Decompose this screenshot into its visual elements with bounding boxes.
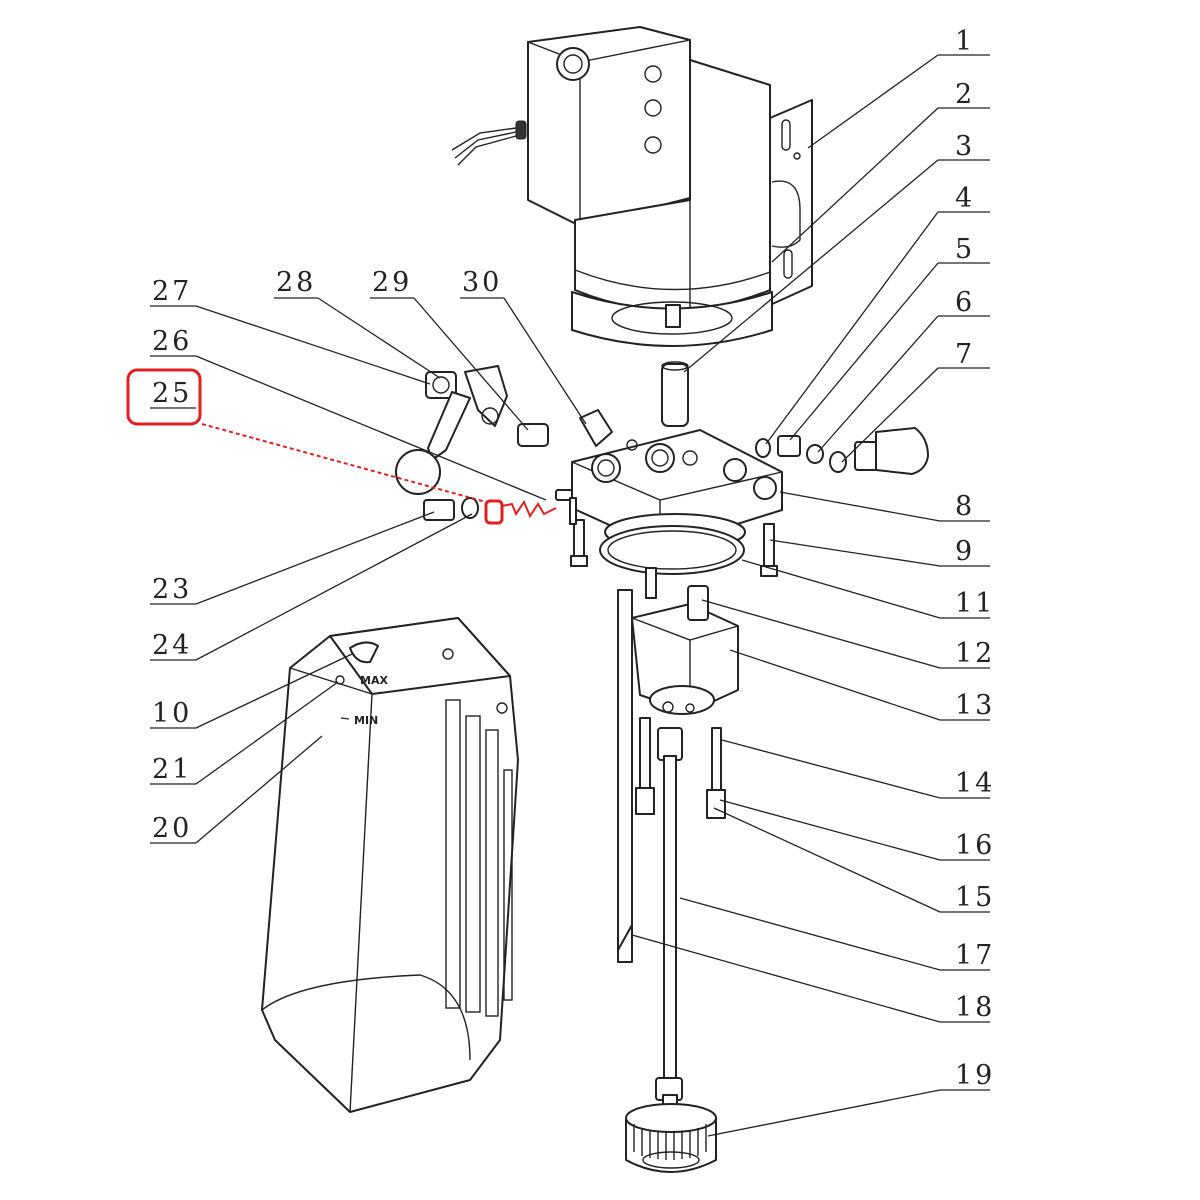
callout-15: 15 [955, 882, 995, 913]
motor-part [451, 26, 813, 347]
callout-26: 26 [152, 326, 192, 357]
callout-27: 27 [152, 276, 192, 307]
callout-1: 1 [955, 26, 975, 57]
callout-11: 11 [955, 588, 995, 619]
callout-19: 19 [955, 1060, 995, 1091]
callout-25-highlight-box [126, 368, 202, 426]
release-valve-handle-parts [395, 365, 613, 495]
callout-2: 2 [955, 79, 975, 110]
suction-filter-part [625, 1103, 717, 1173]
callout-20: 20 [152, 813, 192, 844]
reservoir-min-label: MIN [354, 714, 378, 727]
callout-29: 29 [372, 267, 412, 298]
leader-lines-right [631, 54, 990, 1137]
callout-7: 7 [955, 339, 975, 370]
pump-part [631, 585, 739, 715]
callout-18: 18 [955, 992, 995, 1023]
callout-12: 12 [955, 638, 995, 669]
pump-tubes-and-bolts [635, 717, 726, 1118]
callout-30: 30 [462, 267, 502, 298]
return-tube-part [617, 589, 633, 963]
callout-3: 3 [955, 131, 975, 162]
callout-17: 17 [955, 940, 995, 971]
callout-6: 6 [955, 287, 975, 318]
callout-9: 9 [955, 536, 975, 567]
callout-25[interactable]: 25 [152, 378, 192, 409]
oil-reservoir-part [261, 617, 519, 1113]
reservoir-max-label: MAX [360, 674, 388, 687]
callout-23: 23 [152, 574, 192, 605]
pressure-port-fittings [755, 427, 929, 475]
coupling-part [661, 361, 689, 427]
callout-28: 28 [276, 267, 316, 298]
callout-10: 10 [152, 698, 192, 729]
leader-lines-left [150, 297, 587, 844]
callout-8: 8 [955, 491, 975, 522]
callout-5: 5 [955, 234, 975, 265]
manifold-bolts-part [570, 519, 778, 599]
highlighted-part-25[interactable] [201, 423, 557, 525]
callout-14: 14 [955, 768, 995, 799]
callout-21: 21 [152, 754, 192, 785]
callout-24: 24 [152, 630, 192, 661]
check-valve-fittings [423, 489, 577, 525]
callout-4: 4 [955, 183, 975, 214]
callout-13: 13 [955, 690, 995, 721]
callout-16: 16 [955, 830, 995, 861]
o-ring-part [599, 525, 745, 575]
